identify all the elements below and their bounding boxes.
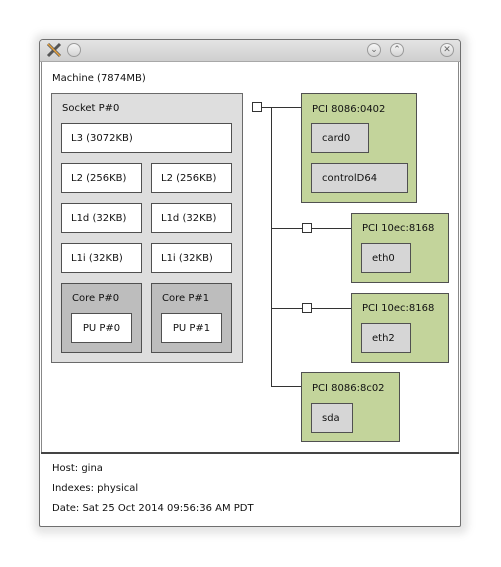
pci-3-label: PCI 8086:8c02 xyxy=(312,383,385,394)
title-bar[interactable]: ⌄ ⌃ ✕ xyxy=(40,40,460,62)
footer-divider xyxy=(41,452,459,454)
host-bridge-port xyxy=(252,102,262,112)
maximize-icon: ⌃ xyxy=(393,45,401,55)
bridge-line-2a xyxy=(271,308,302,309)
minimize-icon: ⌄ xyxy=(370,45,378,55)
pci-bridge-port-1 xyxy=(302,223,312,233)
l2-cache-0: L2 (256KB) xyxy=(61,163,142,193)
pci-bridge-port-2 xyxy=(302,303,312,313)
l1d-cache-1: L1d (32KB) xyxy=(151,203,232,233)
bus-trunk-line xyxy=(271,107,272,386)
footer-indexes: Indexes: physical xyxy=(52,483,139,494)
bridge-line-3 xyxy=(271,386,302,387)
os-device-eth0: eth0 xyxy=(361,243,411,273)
bridge-line-1a xyxy=(271,228,302,229)
core-0-label: Core P#0 xyxy=(72,293,120,304)
core-1-label: Core P#1 xyxy=(162,293,210,304)
pci-2-label: PCI 10ec:8168 xyxy=(362,303,435,314)
machine-label: Machine (7874MB) xyxy=(52,73,146,84)
bridge-line-1b xyxy=(312,228,352,229)
os-device-sda: sda xyxy=(311,403,353,433)
footer-date: Date: Sat 25 Oct 2014 09:56:36 AM PDT xyxy=(52,503,254,514)
pu-1: PU P#1 xyxy=(161,313,222,343)
socket-label: Socket P#0 xyxy=(62,103,120,114)
l2-cache-1: L2 (256KB) xyxy=(151,163,232,193)
os-device-card0: card0 xyxy=(311,123,369,153)
pci-0-label: PCI 8086:0402 xyxy=(312,104,386,115)
minimize-button[interactable]: ⌄ xyxy=(367,43,381,57)
os-device-controlD64: controlD64 xyxy=(311,163,408,193)
bridge-line-2b xyxy=(312,308,352,309)
window-menu-button[interactable] xyxy=(67,43,81,57)
l1i-cache-1: L1i (32KB) xyxy=(151,243,232,273)
footer-host: Host: gina xyxy=(52,463,103,474)
maximize-button[interactable]: ⌃ xyxy=(390,43,404,57)
topology-canvas xyxy=(41,62,459,454)
pci-1-label: PCI 10ec:8168 xyxy=(362,223,435,234)
app-x-icon[interactable] xyxy=(46,42,62,58)
l3-cache: L3 (3072KB) xyxy=(61,123,232,153)
pu-0: PU P#0 xyxy=(71,313,132,343)
l1i-cache-0: L1i (32KB) xyxy=(61,243,142,273)
close-button[interactable]: ✕ xyxy=(440,43,454,57)
bridge-line-0 xyxy=(262,107,302,108)
close-icon: ✕ xyxy=(443,45,451,55)
l1d-cache-0: L1d (32KB) xyxy=(61,203,142,233)
os-device-eth2: eth2 xyxy=(361,323,411,353)
